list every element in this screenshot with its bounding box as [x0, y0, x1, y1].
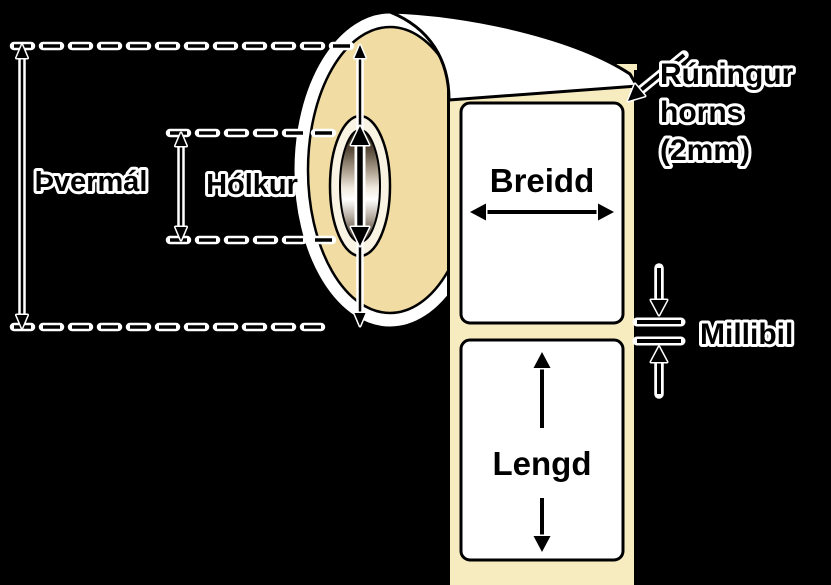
- gap-arrow-up: [649, 345, 669, 399]
- gap-arrow-down: [649, 263, 669, 317]
- corner-note-line2: horns: [660, 96, 743, 129]
- arrowhead-left: [468, 202, 488, 222]
- arrowhead: [626, 82, 647, 103]
- arrowhead-up: [174, 131, 188, 148]
- gap-label: Millibil: [700, 318, 793, 351]
- arrowhead-down: [649, 298, 669, 317]
- arrow-shaft: [639, 53, 686, 92]
- diameter-measure-arrow: [15, 43, 29, 330]
- width-arrow: [468, 202, 616, 222]
- arrowhead-up: [15, 43, 29, 60]
- arrowhead-up: [649, 345, 669, 364]
- arrowhead-up: [353, 43, 367, 60]
- wrap-band: [388, 10, 639, 102]
- length-arrow-down: [532, 493, 552, 554]
- arrowhead-down: [349, 225, 371, 248]
- length-label: Lengd: [493, 445, 592, 482]
- arrowhead-up: [349, 124, 371, 147]
- length-arrow-up: [532, 350, 552, 433]
- corner-note-line3: (2mm): [660, 134, 750, 167]
- diameter-label: Þvermál: [35, 166, 148, 198]
- arrowhead-down: [15, 313, 29, 330]
- arrowhead-right: [596, 202, 616, 222]
- arrowhead-up: [532, 350, 552, 370]
- arrowhead-down: [353, 311, 367, 328]
- corner-note-line1: Rúningur: [660, 58, 794, 91]
- core-diameter-arrow: [349, 124, 371, 248]
- width-label: Breidd: [490, 162, 595, 199]
- label-bottom: [459, 338, 625, 562]
- arrowhead-down: [174, 225, 188, 242]
- core-measure-arrow: [174, 131, 188, 242]
- core-label: Hólkur: [206, 169, 298, 201]
- corner-pointer-arrow: [626, 50, 689, 103]
- arrowhead-down: [532, 534, 552, 554]
